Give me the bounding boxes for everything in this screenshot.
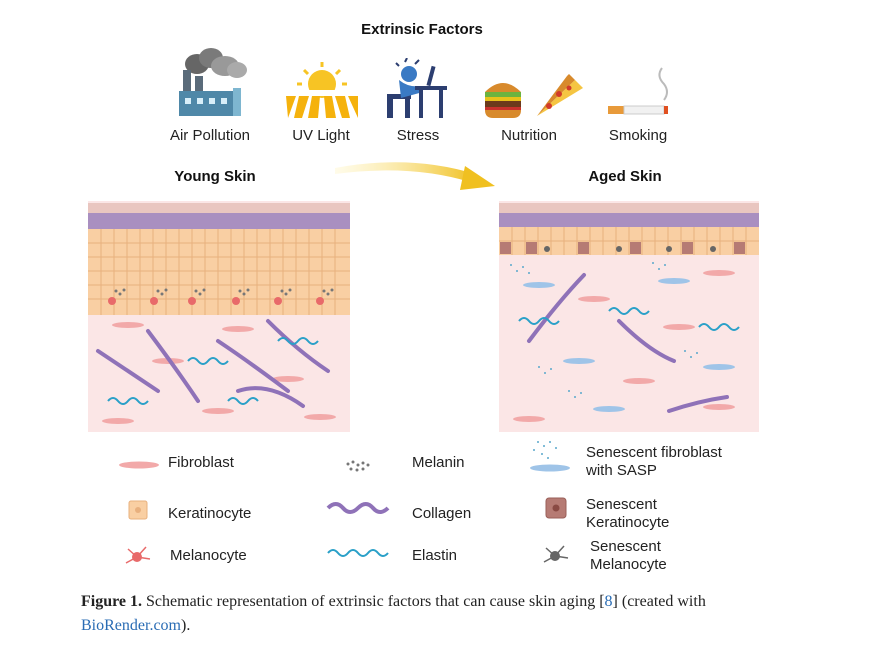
figure-caption: Figure 1. Schematic representation of ex…: [81, 590, 851, 638]
legend-collagen-icon: [326, 502, 390, 514]
legend-senescent-melanocyte-line2: Melanocyte: [590, 556, 667, 573]
legend-senescent-keratinocyte-line1: Senescent: [586, 496, 657, 513]
aged-skin-diagram: [499, 201, 759, 432]
factor-label-nutrition: Nutrition: [501, 127, 557, 144]
legend-senescent-fibroblast-label: Senescent fibroblast with SASP: [586, 444, 722, 480]
caption-reference-link[interactable]: 8: [604, 593, 613, 610]
young-skin-title: Young Skin: [174, 168, 256, 185]
legend-elastin-label: Elastin: [412, 547, 458, 564]
legend-melanocyte-icon: [125, 546, 151, 564]
caption-label: Figure 1.: [81, 593, 143, 610]
legend-fibroblast-icon: [119, 461, 159, 469]
stressed-person-icon: [387, 58, 447, 118]
factor-label-air-pollution: Air Pollution: [169, 127, 251, 144]
legend-keratinocyte-label: Keratinocyte: [168, 505, 252, 522]
aged-skin-title: Aged Skin: [588, 168, 662, 185]
legend-melanocyte-label: Melanocyte: [170, 547, 247, 564]
legend-senescent-keratinocyte-line2: Keratinocyte: [586, 514, 670, 531]
legend-senescent-fibroblast-icon: [530, 441, 570, 472]
legend-senescent-melanocyte-line1: Senescent: [590, 538, 661, 555]
biorender-link[interactable]: BioRender.com: [81, 617, 181, 634]
young-skin-diagram: [88, 201, 350, 432]
legend-collagen-label: Collagen: [412, 505, 472, 522]
legend-melanin-icon: [346, 460, 370, 472]
legend-keratinocyte-icon: [128, 500, 148, 520]
caption-end: ).: [180, 617, 191, 634]
factor-label-uv-light: UV Light: [292, 127, 350, 144]
legend-senescent-fibroblast-line2: with SASP: [586, 462, 657, 479]
legend-senescent-keratinocyte-icon: [545, 497, 567, 519]
factory-icon: [179, 48, 247, 116]
extrinsic-factors-title: Extrinsic Factors: [361, 21, 483, 38]
legend-senescent-keratinocyte-label: Senescent Keratinocyte: [586, 496, 669, 532]
burger-pizza-icon: [485, 74, 583, 118]
legend-senescent-melanocyte-label: Senescent Melanocyte: [590, 538, 667, 574]
factor-label-smoking: Smoking: [608, 127, 668, 144]
aging-arrow: [335, 162, 495, 190]
legend-fibroblast-label: Fibroblast: [168, 454, 234, 471]
legend-melanin-label: Melanin: [412, 454, 465, 471]
legend-elastin-icon: [327, 549, 389, 557]
cigarette-icon: [608, 67, 668, 115]
factor-label-stress: Stress: [396, 127, 440, 144]
legend-senescent-fibroblast-line1: Senescent fibroblast: [586, 444, 722, 461]
legend-senescent-melanocyte-icon: [543, 545, 569, 563]
caption-text-2: ] (created with: [612, 593, 706, 610]
caption-text: Schematic representation of extrinsic fa…: [146, 593, 605, 610]
sun-icon: [286, 62, 358, 118]
